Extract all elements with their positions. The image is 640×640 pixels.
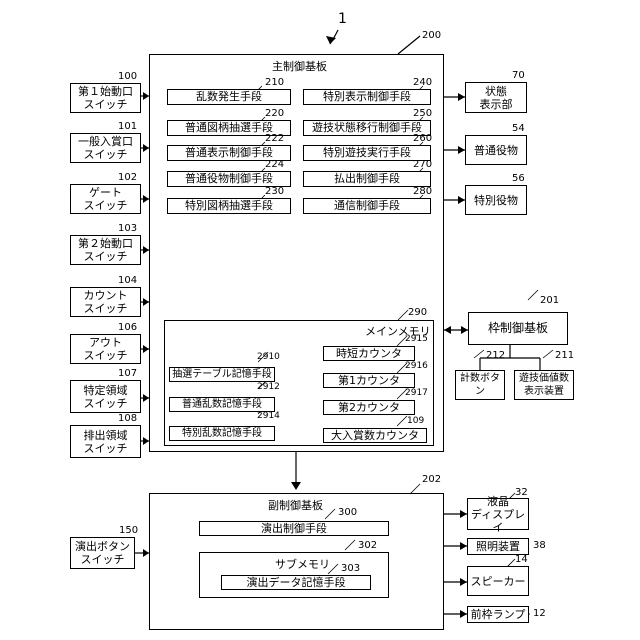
- sub-board-num: 202: [422, 474, 441, 485]
- frame-control-board: 枠制御基板: [468, 312, 568, 345]
- memory-num-2912: 2912: [257, 382, 280, 392]
- frame-child-num-211: 211: [555, 350, 574, 361]
- memory-num-2914: 2914: [257, 411, 280, 421]
- frame-child-num-212: 212: [486, 350, 505, 361]
- special-game-execution-box: 特別遊技実行手段: [303, 145, 431, 161]
- normal-device-box: 普通役物: [465, 135, 527, 165]
- switch-num-100: 100: [118, 71, 137, 82]
- sub-output-num-38: 38: [533, 540, 546, 551]
- special-device-box: 特別役物: [465, 185, 527, 215]
- module-num-280: 280: [413, 186, 432, 197]
- frame-board-num: 201: [540, 295, 559, 306]
- state-display-box: 状態表示部: [465, 82, 527, 113]
- module-num-230: 230: [265, 186, 284, 197]
- switch-num-101: 101: [118, 121, 137, 132]
- output-num-56: 56: [512, 173, 525, 184]
- switch-box-100: 第１始動口スイッチ: [70, 83, 141, 113]
- switch-box-102: ゲートスイッチ: [70, 184, 141, 214]
- memory-num-109: 109: [407, 416, 424, 426]
- game-value-display-box: 遊技価値数表示装置: [514, 370, 574, 400]
- switch-box-106: アウトスイッチ: [70, 334, 141, 364]
- switch-box-107: 特定領域スイッチ: [70, 380, 141, 413]
- memory-num-2915: 2915: [405, 334, 428, 344]
- front-frame-lamp-box: 前枠ランプ: [467, 606, 529, 623]
- random-number-generator-box: 乱数発生手段: [167, 89, 291, 105]
- main-board-num: 200: [422, 30, 441, 41]
- switch-num-107: 107: [118, 368, 137, 379]
- effect-control-num: 300: [338, 507, 357, 518]
- output-num-70: 70: [512, 70, 525, 81]
- second-counter-box: 第2カウンタ: [323, 400, 415, 415]
- sub-output-num-12: 12: [533, 608, 546, 619]
- effect-control-box: 演出制御手段: [199, 521, 389, 536]
- normal-random-storage-box: 普通乱数記憶手段: [169, 397, 275, 412]
- lcd-display-box: 液晶ディスプレイ: [467, 498, 529, 530]
- payout-control-box: 払出制御手段: [303, 171, 431, 187]
- module-num-224: 224: [265, 159, 284, 170]
- module-num-220: 220: [265, 108, 284, 119]
- switch-num-108: 108: [118, 413, 137, 424]
- special-display-control-box: 特別表示制御手段: [303, 89, 431, 105]
- module-num-240: 240: [413, 77, 432, 88]
- module-num-210: 210: [265, 77, 284, 88]
- module-num-250: 250: [413, 108, 432, 119]
- module-num-270: 270: [413, 159, 432, 170]
- switch-box-103: 第２始動口スイッチ: [70, 235, 141, 265]
- output-num-54: 54: [512, 123, 525, 134]
- game-state-transition-box: 遊技状態移行制御手段: [303, 120, 431, 136]
- speaker-box: スピーカー: [467, 566, 529, 596]
- time-short-counter-box: 時短カウンタ: [323, 346, 415, 361]
- switch-box-108: 排出領域スイッチ: [70, 425, 141, 458]
- switch-num-104: 104: [118, 275, 137, 286]
- first-counter-box: 第1カウンタ: [323, 373, 415, 388]
- sub-output-num-14: 14: [515, 554, 528, 565]
- effect-data-storage-num: 303: [341, 563, 360, 574]
- switch-num-106: 106: [118, 322, 137, 333]
- lottery-table-storage-box: 抽選テーブル記憶手段: [169, 367, 275, 382]
- figure-number: 1: [338, 11, 347, 27]
- effect-button-num: 150: [119, 525, 138, 536]
- memory-num-2917: 2917: [405, 388, 428, 398]
- effect-data-storage-box: 演出データ記憶手段: [221, 575, 371, 590]
- sub-board-label: 副制御基板: [268, 497, 323, 513]
- effect-button-switch-box: 演出ボタンスイッチ: [70, 537, 135, 569]
- switch-num-103: 103: [118, 223, 137, 234]
- count-button-box: 計数ボタン: [455, 370, 505, 400]
- module-num-222: 222: [265, 133, 284, 144]
- memory-num-2916: 2916: [405, 361, 428, 371]
- sub-memory-label: サブメモリ: [275, 556, 330, 572]
- normal-device-control-box: 普通役物制御手段: [167, 171, 291, 187]
- module-num-260: 260: [413, 133, 432, 144]
- sub-output-num-32: 32: [515, 487, 528, 498]
- communication-control-box: 通信制御手段: [303, 198, 431, 214]
- big-prize-counter-box: 大入賞数カウンタ: [323, 428, 427, 443]
- switch-num-102: 102: [118, 172, 137, 183]
- switch-box-104: カウントスイッチ: [70, 287, 141, 317]
- lighting-device-box: 照明装置: [467, 538, 529, 555]
- sub-memory-num: 302: [358, 540, 377, 551]
- special-symbol-lottery-box: 特別図柄抽選手段: [167, 198, 291, 214]
- switch-box-101: 一般入賞口スイッチ: [70, 133, 141, 163]
- memory-num-2910: 2910: [257, 352, 280, 362]
- main-memory-num: 290: [408, 307, 427, 318]
- special-random-storage-box: 特別乱数記憶手段: [169, 426, 275, 441]
- main-board-label: 主制御基板: [272, 58, 327, 74]
